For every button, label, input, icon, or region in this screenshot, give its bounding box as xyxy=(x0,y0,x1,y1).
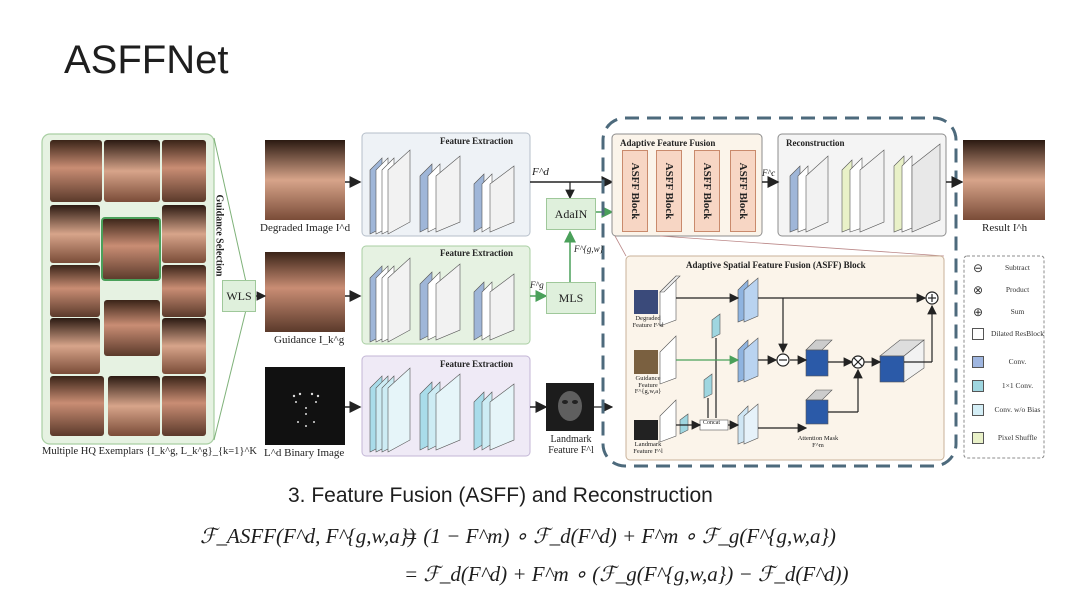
slabs-top xyxy=(369,149,515,235)
fgw-label: F^{g,w} xyxy=(574,244,604,254)
guidance-feature-thumb xyxy=(634,350,658,374)
extraction-label-top: Feature Extraction xyxy=(440,136,514,146)
wls-module: WLS xyxy=(222,280,256,312)
equation-line1-rhs: = (1 − F^m) ∘ ℱ_d(F^d) + F^m ∘ ℱ_g(F^{g,… xyxy=(404,524,836,548)
guidance-feature-label: Guidance Feature F^{g,w,a} xyxy=(634,375,662,395)
conv-1x1-icon xyxy=(972,380,984,392)
asff-block-3: ASFF Block xyxy=(694,150,720,232)
pixel-shuffle-icon xyxy=(972,432,984,444)
guidance-image xyxy=(265,252,345,332)
binary-landmark-image xyxy=(265,367,345,445)
binary-caption: L^d Binary Image xyxy=(264,447,345,459)
section-heading: 3. Feature Fusion (ASFF) and Reconstruct… xyxy=(288,484,713,507)
asff-block-1: ASFF Block xyxy=(622,150,648,232)
exemplars-caption: Multiple HQ Exemplars {I_k^g, L_k^g}_{k=… xyxy=(42,446,257,457)
dilated-resblock-icon xyxy=(972,328,984,340)
fc-label: F^c xyxy=(762,168,776,178)
subtract-icon: ⊖ xyxy=(972,260,984,275)
legend-panel xyxy=(963,255,1045,459)
landmark-caption: Landmark Feature F^l xyxy=(548,434,594,456)
conv-icon xyxy=(972,356,984,368)
equation-line2-rhs: = ℱ_d(F^d) + F^m ∘ (ℱ_g(F^{g,w,a}) − ℱ_d… xyxy=(404,562,849,586)
slabs-recon xyxy=(789,143,941,233)
degraded-caption: Degraded Image I^d xyxy=(260,222,351,234)
asff-block-title: Adaptive Spatial Feature Fusion (ASFF) B… xyxy=(686,260,866,270)
guidance-caption: Guidance I_k^g xyxy=(274,334,345,346)
product-icon: ⊗ xyxy=(972,282,984,297)
equation-lhs: ℱ_ASFF(F^d, F^{g,w,a}) xyxy=(200,524,416,548)
degraded-feature-label: Degraded Feature F^d xyxy=(632,315,664,329)
fusion-title: Adaptive Feature Fusion xyxy=(620,138,716,148)
asff-block-4: ASFF Block xyxy=(730,150,756,232)
extraction-label-mid: Feature Extraction xyxy=(440,248,514,258)
slabs-bot xyxy=(369,367,515,453)
landmark-feature-small-thumb xyxy=(634,420,658,440)
landmark-feature-label: Landmark Feature F^l xyxy=(633,441,663,455)
fg-label: F^g xyxy=(530,280,544,290)
mls-module: MLS xyxy=(546,282,596,314)
fd-label: F^d xyxy=(532,166,549,178)
conv-no-bias-icon xyxy=(972,404,984,416)
sum-icon: ⊕ xyxy=(972,304,984,319)
concat-label: Concat xyxy=(703,420,720,426)
asff-block-2: ASFF Block xyxy=(656,150,682,232)
degraded-feature-thumb xyxy=(634,290,658,314)
exemplar-faces xyxy=(50,140,206,436)
result-image xyxy=(963,140,1045,220)
slide-title: ASFFNet xyxy=(64,38,229,82)
adain-module: AdaIN xyxy=(546,198,596,230)
result-caption: Result I^h xyxy=(982,222,1028,234)
legend: ⊖Subtract ⊗Product ⊕Sum Dilated ResBlock… xyxy=(972,260,1045,444)
degraded-image xyxy=(265,140,345,220)
extraction-label-bot: Feature Extraction xyxy=(440,359,514,369)
attention-mask-label: Attention Mask F^m xyxy=(797,435,839,449)
fusion-box xyxy=(611,133,763,237)
reconstruction-title: Reconstruction xyxy=(786,138,845,148)
asff-dashed-container xyxy=(601,116,958,468)
slabs-mid xyxy=(369,257,515,343)
guidance-selection-label: Guidance Selection xyxy=(213,194,225,277)
